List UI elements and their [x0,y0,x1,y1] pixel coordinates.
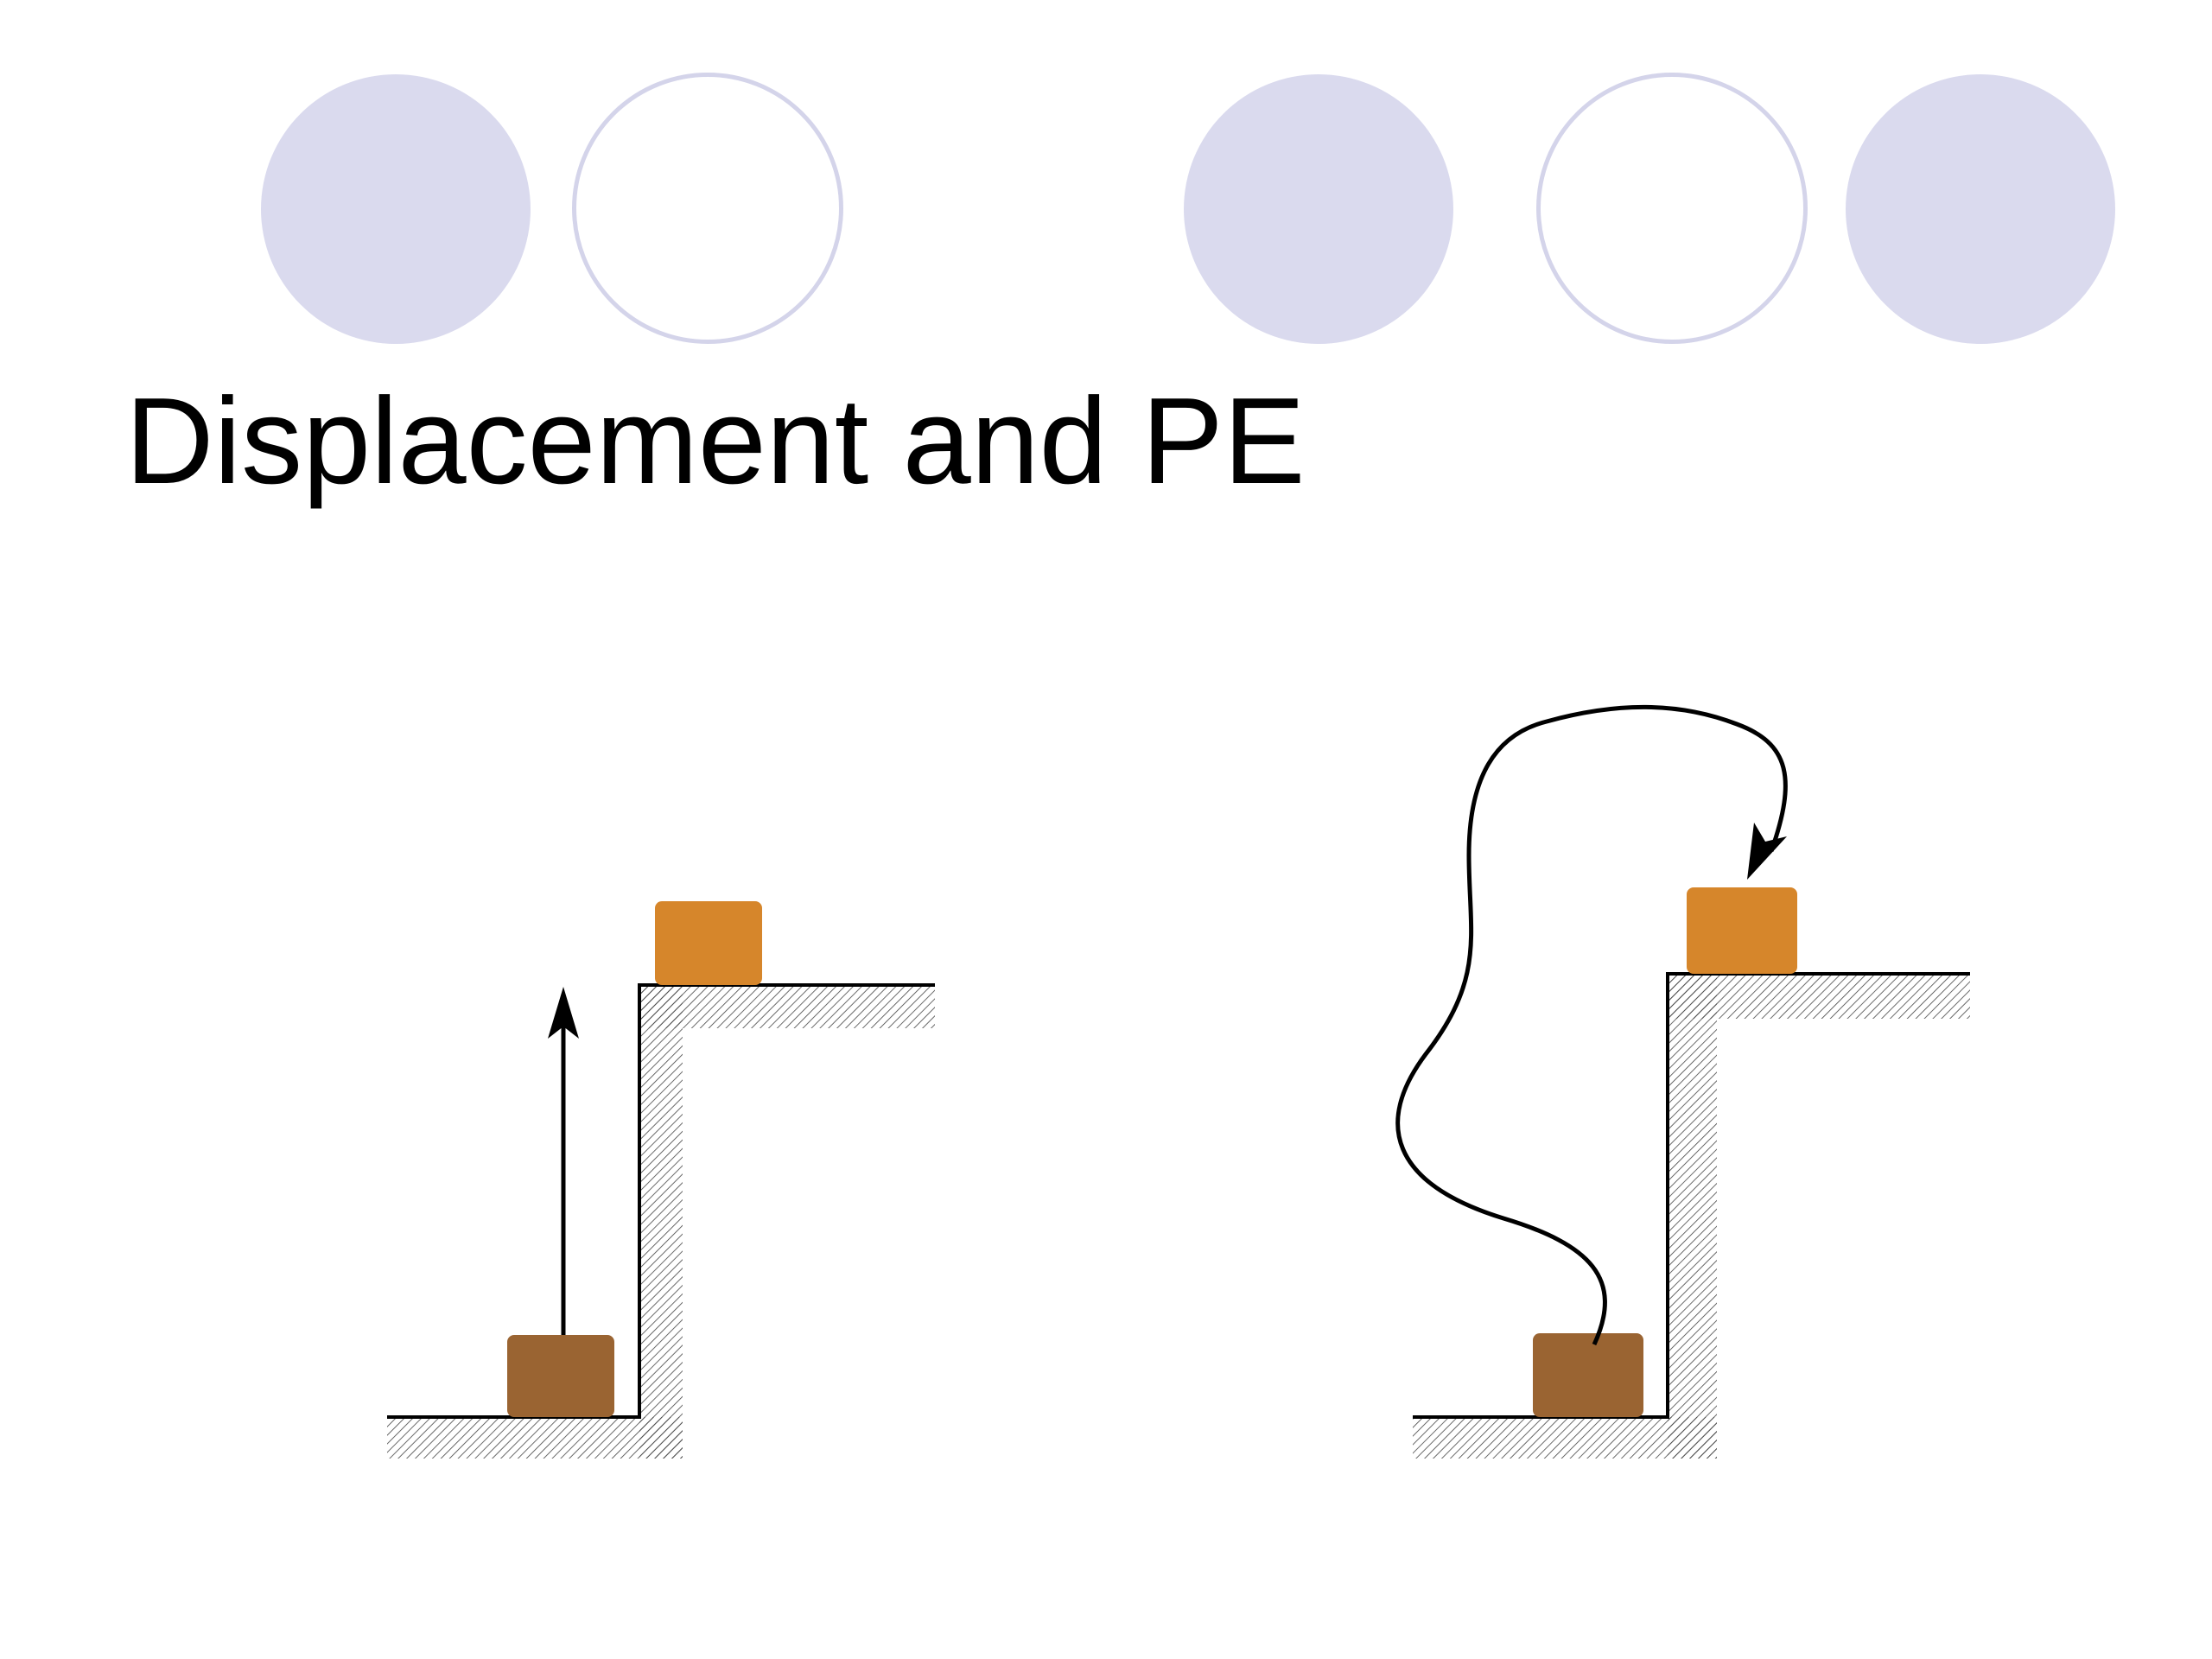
ground-hatch-upper-2 [1668,974,1970,1019]
ground-profile [387,983,935,1419]
block-lower [507,1335,614,1417]
displacement-arrowhead [548,987,579,1039]
wall-hatch [639,985,683,1459]
curved-path-arrowhead [1747,823,1787,880]
slide-title: Displacement and PE [125,372,1306,510]
decor-circle-2 [572,73,843,344]
block-lower-2 [1533,1333,1643,1417]
decor-circle-3 [1184,74,1453,344]
curved-path-line [1395,704,1788,1346]
ground-hatch-upper [639,985,935,1028]
block-upper-2 [1687,887,1797,974]
diagram-straight-path [387,901,935,1459]
decor-circle-5 [1846,74,2115,344]
ground-hatch-lower-2 [1413,1417,1717,1459]
decor-circle-1 [261,74,531,344]
block-upper [655,901,762,985]
ground-hatch-lower [387,1417,683,1459]
diagram-curved-path [1395,704,1970,1459]
decor-circle-4 [1536,73,1808,344]
wall-hatch-2 [1668,974,1717,1459]
